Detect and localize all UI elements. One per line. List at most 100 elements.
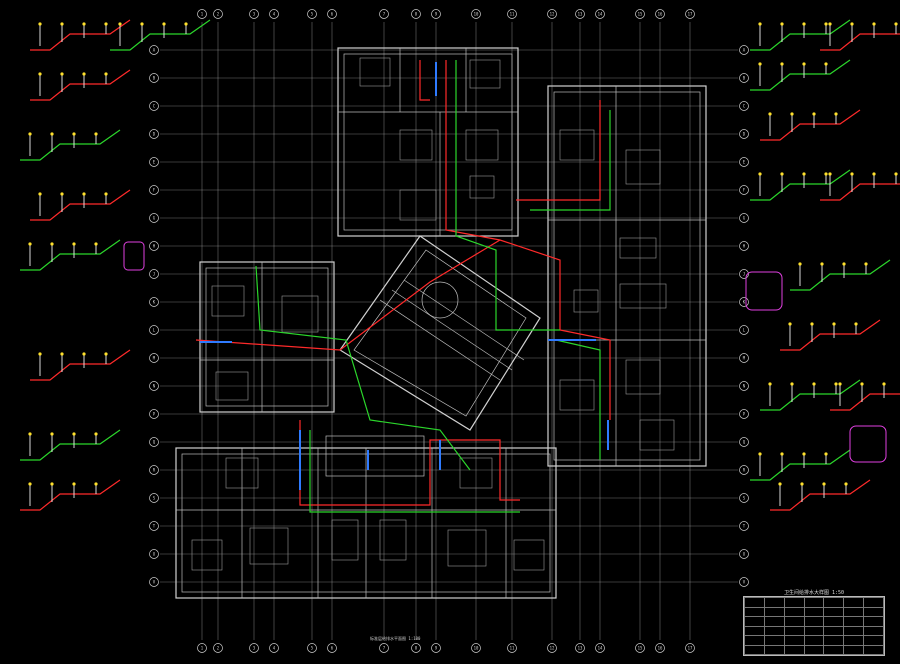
legend-cell <box>783 616 805 627</box>
legend-cell <box>744 635 765 646</box>
drawing-title: 标准层给排水平面图 1:100 <box>370 636 421 641</box>
wall-block-top <box>337 47 519 237</box>
grid-bubble <box>379 643 389 653</box>
iso-fixture-point <box>140 22 144 26</box>
iso-fixture-point <box>104 22 108 26</box>
legend-cell <box>823 597 845 608</box>
grid-bubble <box>739 325 749 335</box>
grid-bubble <box>249 643 259 653</box>
iso-fixture-point <box>872 22 876 26</box>
grid-bubble <box>739 101 749 111</box>
grid-bubble-label: 9 <box>435 12 438 17</box>
iso-fixture-point <box>82 22 86 26</box>
isometric-diagram <box>20 239 121 271</box>
grid-bubble-label: D <box>153 132 156 137</box>
dining-table <box>573 289 599 313</box>
bed <box>225 457 259 489</box>
grid-bubble-label: F <box>153 188 156 193</box>
iso-fixture-point <box>790 112 794 116</box>
grid-bubble-label: H <box>743 244 746 249</box>
iso-fixture-point <box>790 382 794 386</box>
grid-bubble-label: J <box>743 272 745 277</box>
iso-pipe <box>20 429 121 461</box>
core-diagonal <box>339 235 541 431</box>
iso-fixture-point <box>824 62 828 66</box>
iso-pipe <box>20 239 121 271</box>
isometric-diagram <box>750 19 851 51</box>
isometric-diagram <box>20 429 121 461</box>
grid-bubble-label: Q <box>153 440 156 445</box>
iso-fixture-point <box>894 22 898 26</box>
iso-fixture-point <box>768 382 772 386</box>
grid-bubble-label: 12 <box>550 12 555 17</box>
grid-bubble-label: Q <box>743 440 746 445</box>
isometric-diagram <box>830 382 900 411</box>
grid-bubble <box>149 409 159 419</box>
bed <box>359 57 391 87</box>
grid-bubble <box>739 549 749 559</box>
grid-bubble-label: U <box>743 552 746 557</box>
iso-pipe <box>30 189 131 221</box>
iso-pipe <box>760 379 861 411</box>
iso-fixture-point <box>82 72 86 76</box>
iso-pipe <box>820 33 900 51</box>
bed <box>625 149 661 185</box>
grid-bubble <box>595 643 605 653</box>
iso-fixture-point <box>834 382 838 386</box>
grid-bubble <box>197 9 207 19</box>
iso-fixture-point <box>894 172 898 176</box>
isometric-diagram <box>780 319 881 351</box>
iso-fixture-point <box>60 72 64 76</box>
legend-cell <box>863 616 884 627</box>
bed <box>399 129 433 161</box>
iso-fixture-point <box>822 482 826 486</box>
iso-fixture-point <box>94 432 98 436</box>
isometric-diagram <box>760 109 861 141</box>
iso-fixture-point <box>860 382 864 386</box>
drain-pipe-run <box>530 110 611 211</box>
grid-bubble-label: 10 <box>474 646 479 651</box>
grid-bubble-label: 6 <box>331 12 334 17</box>
iso-pipe <box>30 69 131 101</box>
grid-bubble-label: F <box>743 188 746 193</box>
grid-bubble-label: R <box>743 468 746 473</box>
iso-fixture-point <box>118 22 122 26</box>
grid-bubble <box>635 9 645 19</box>
grid-bubble-label: B <box>153 76 156 81</box>
iso-fixture-point <box>780 62 784 66</box>
grid-bubble-label: S <box>153 496 156 501</box>
grid-bubble <box>739 157 749 167</box>
legend-title: 卫生间给排水大样图 1:50 <box>783 590 845 596</box>
furniture <box>191 57 675 571</box>
iso-fixture-point <box>778 482 782 486</box>
grid-bubble-label: 8 <box>415 646 418 651</box>
iso-pipe <box>770 479 871 511</box>
isometric-diagram <box>750 169 851 201</box>
building-walls <box>175 47 707 599</box>
isometric-diagram <box>30 349 131 381</box>
grid-bubble-label: 4 <box>273 12 276 17</box>
grid-bubble <box>575 643 585 653</box>
legend-cell <box>863 625 884 636</box>
legend-cell <box>803 625 825 636</box>
grid-bubble <box>149 101 159 111</box>
grid-bubble <box>149 381 159 391</box>
stair-well <box>421 281 459 319</box>
grid-bubble-label: H <box>153 244 156 249</box>
grid-bubble-label: V <box>153 580 156 585</box>
iso-fixture-point <box>72 132 76 136</box>
isometric-diagram <box>790 259 891 291</box>
grid-bubble-label: G <box>743 216 746 221</box>
isometric-diagram <box>820 22 900 51</box>
bed <box>459 457 493 489</box>
grid-bubble-label: R <box>153 468 156 473</box>
grid-bubble-label: N <box>153 384 156 389</box>
grid-bubble <box>739 437 749 447</box>
grid-bubble-label: K <box>153 300 156 305</box>
grid-bubble-label: 13 <box>578 12 583 17</box>
bed <box>559 129 595 161</box>
stair-line <box>403 279 525 361</box>
sofa <box>379 519 407 561</box>
iso-fixture-point <box>842 262 846 266</box>
bed <box>625 359 661 395</box>
